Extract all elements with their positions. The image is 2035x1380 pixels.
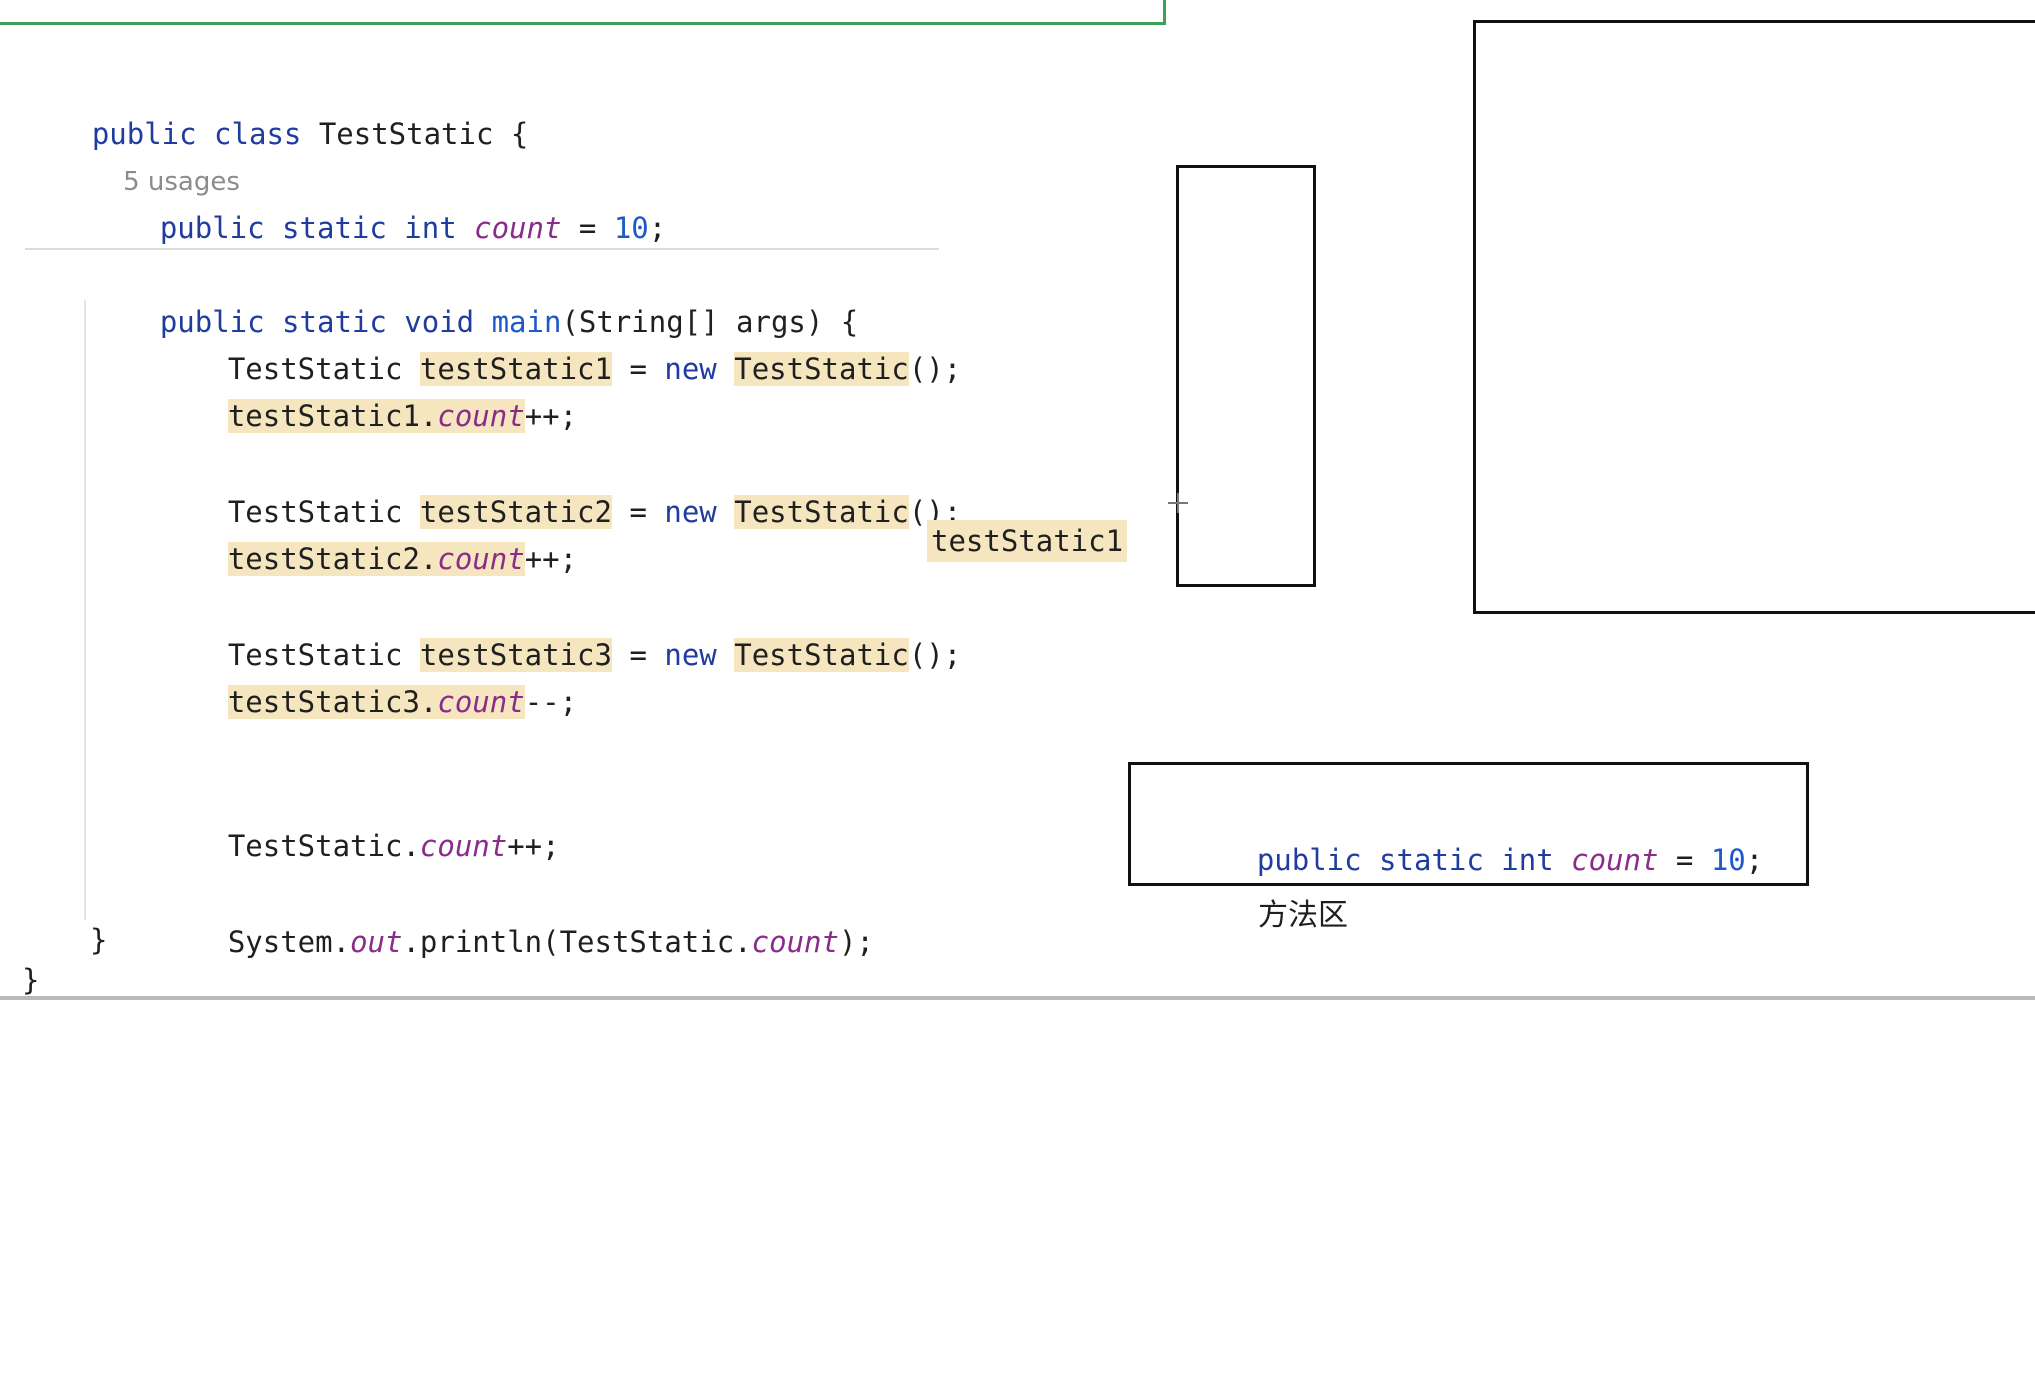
- obj1-access[interactable]: testStatic1.count: [227, 399, 525, 433]
- obj2-access-var: testStatic2: [227, 542, 420, 576]
- obj2-new: new: [664, 495, 717, 529]
- bottom-scrollbar[interactable]: [0, 996, 2035, 1000]
- obj2-access[interactable]: testStatic2.count: [227, 542, 525, 576]
- println-out: out: [350, 925, 403, 959]
- main-close-brace: }: [90, 923, 108, 957]
- field-end: ;: [648, 211, 667, 245]
- field-modifiers: public static int: [159, 211, 457, 245]
- class-close-brace: }: [22, 963, 40, 997]
- println-end: );: [838, 925, 874, 959]
- obj3-var[interactable]: testStatic3: [419, 638, 612, 672]
- println-mid: .println(TestStatic.: [402, 925, 752, 959]
- obj3-ctor[interactable]: TestStatic: [734, 638, 909, 672]
- field-value: 10: [613, 211, 649, 245]
- println-line: System.out.println(TestStatic.count);: [158, 872, 874, 1013]
- method-area-label: 方法区: [1258, 898, 1348, 933]
- obj2-type: TestStatic: [227, 495, 403, 529]
- heap-box: [1473, 20, 2035, 614]
- obj1-op: ++;: [524, 399, 578, 433]
- ma-end: ;: [1745, 843, 1764, 877]
- obj1-new: new: [664, 352, 717, 386]
- field-name: count: [474, 211, 562, 245]
- main-rest: (String[] args) {: [561, 305, 859, 339]
- usages-text: 5 usages: [123, 167, 240, 197]
- obj1-increment: testStatic1.count++;: [158, 346, 577, 487]
- obj1-ctor-end: ();: [908, 352, 962, 386]
- class-declaration: public class TestStatic {: [22, 64, 529, 205]
- main-modifiers: public static void: [159, 305, 475, 339]
- crosshair-cursor-icon: [1168, 493, 1188, 513]
- stack-frame-box: [1176, 165, 1316, 587]
- static-field: count: [419, 829, 508, 863]
- method-area-code: public static int count = 10;: [1187, 797, 1763, 923]
- method-area-box: public static int count = 10;: [1128, 762, 1809, 886]
- ma-field-name: count: [1571, 843, 1659, 877]
- code-editor[interactable]: public class TestStatic { 5 usages publi…: [22, 64, 961, 1004]
- ma-value: 10: [1710, 843, 1746, 877]
- obj2-increment: testStatic2.count++;: [158, 489, 577, 630]
- obj2-ctor[interactable]: TestStatic: [734, 495, 909, 529]
- field-eq: =: [561, 211, 614, 245]
- println-field: count: [751, 925, 839, 959]
- indent-guide: [84, 300, 86, 920]
- obj3-declaration: TestStatic testStatic3 = new TestStatic(…: [227, 638, 962, 672]
- field-declaration: public static int count = 10;: [90, 158, 666, 299]
- static-op: ++;: [507, 829, 560, 863]
- obj2-op: ++;: [524, 542, 578, 576]
- class-name: TestStatic: [318, 117, 494, 151]
- println-pre: System.: [227, 925, 351, 959]
- obj3-type: TestStatic: [227, 638, 403, 672]
- obj2-access-field: count: [437, 542, 525, 576]
- main-signature: public static void main(String[] args) {: [90, 252, 858, 393]
- usages-hint[interactable]: 5 usages: [90, 112, 240, 253]
- obj2-var[interactable]: testStatic2: [419, 495, 612, 529]
- ma-eq: =: [1658, 843, 1711, 877]
- obj3-op: --;: [524, 685, 578, 719]
- obj1-ctor[interactable]: TestStatic: [734, 352, 909, 386]
- class-keyword: public class: [91, 117, 302, 151]
- obj3-access-var: testStatic3: [227, 685, 420, 719]
- obj1-type: TestStatic: [227, 352, 403, 386]
- static-class: TestStatic.: [227, 829, 420, 863]
- reference-label: testStatic1: [927, 520, 1128, 562]
- obj2-declaration: TestStatic testStatic2 = new TestStatic(…: [227, 495, 962, 529]
- obj1-var[interactable]: testStatic1: [419, 352, 612, 386]
- obj3-decrement: testStatic3.count--;: [158, 632, 577, 773]
- obj1-access-field: count: [437, 399, 525, 433]
- static-increment: TestStatic.count++;: [158, 776, 560, 917]
- obj3-ctor-end: ();: [908, 638, 962, 672]
- ma-modifiers: public static int: [1256, 843, 1554, 877]
- top-frame: [0, 0, 1166, 25]
- class-open-brace: {: [493, 117, 529, 151]
- main-name: main: [491, 305, 562, 339]
- obj3-access-field: count: [437, 685, 525, 719]
- obj1-access-var: testStatic1: [227, 399, 420, 433]
- obj3-access[interactable]: testStatic3.count: [227, 685, 525, 719]
- method-separator: [25, 248, 939, 250]
- obj3-new: new: [664, 638, 717, 672]
- obj1-declaration: TestStatic testStatic1 = new TestStatic(…: [227, 352, 962, 386]
